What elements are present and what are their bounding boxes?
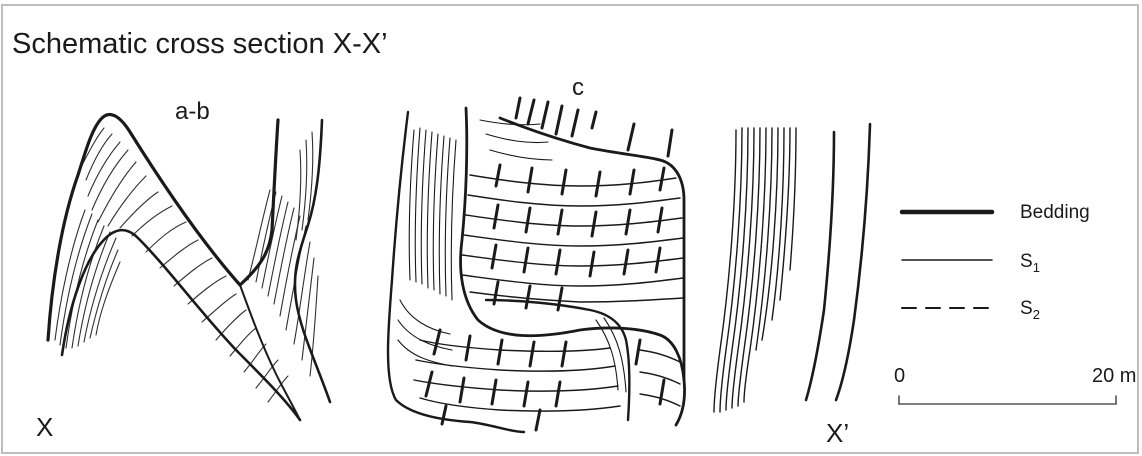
scale-bar <box>899 396 1116 404</box>
fold-c-left-margin <box>388 112 524 432</box>
section-start-label: X <box>36 414 53 440</box>
figure-title: Schematic cross section X-X’ <box>12 30 388 59</box>
fold-c-sketch <box>388 98 685 432</box>
fold-ab-label: a-b <box>175 100 210 124</box>
fold-ab-sketch <box>48 114 330 420</box>
fold-c-label: c <box>572 76 584 100</box>
right-limb-foliation <box>714 128 796 412</box>
right-limb-bedding-2 <box>836 124 870 400</box>
section-end-label: X’ <box>826 420 849 446</box>
fold-ab-s1-foliation <box>55 128 318 402</box>
right-limb-bedding-1 <box>806 132 834 400</box>
legend-s1-label: S1 <box>1020 252 1040 274</box>
right-limb-sketch <box>714 124 870 412</box>
scale-end-label: 20 m <box>1092 366 1136 386</box>
fold-c-bedding-layers <box>414 175 683 411</box>
legend-s2-label: S2 <box>1020 299 1040 321</box>
fold-ab-outer-bedding <box>48 114 278 340</box>
legend-bedding-label: Bedding <box>1020 203 1090 222</box>
legend <box>902 212 992 308</box>
scale-start-label: 0 <box>894 366 905 386</box>
